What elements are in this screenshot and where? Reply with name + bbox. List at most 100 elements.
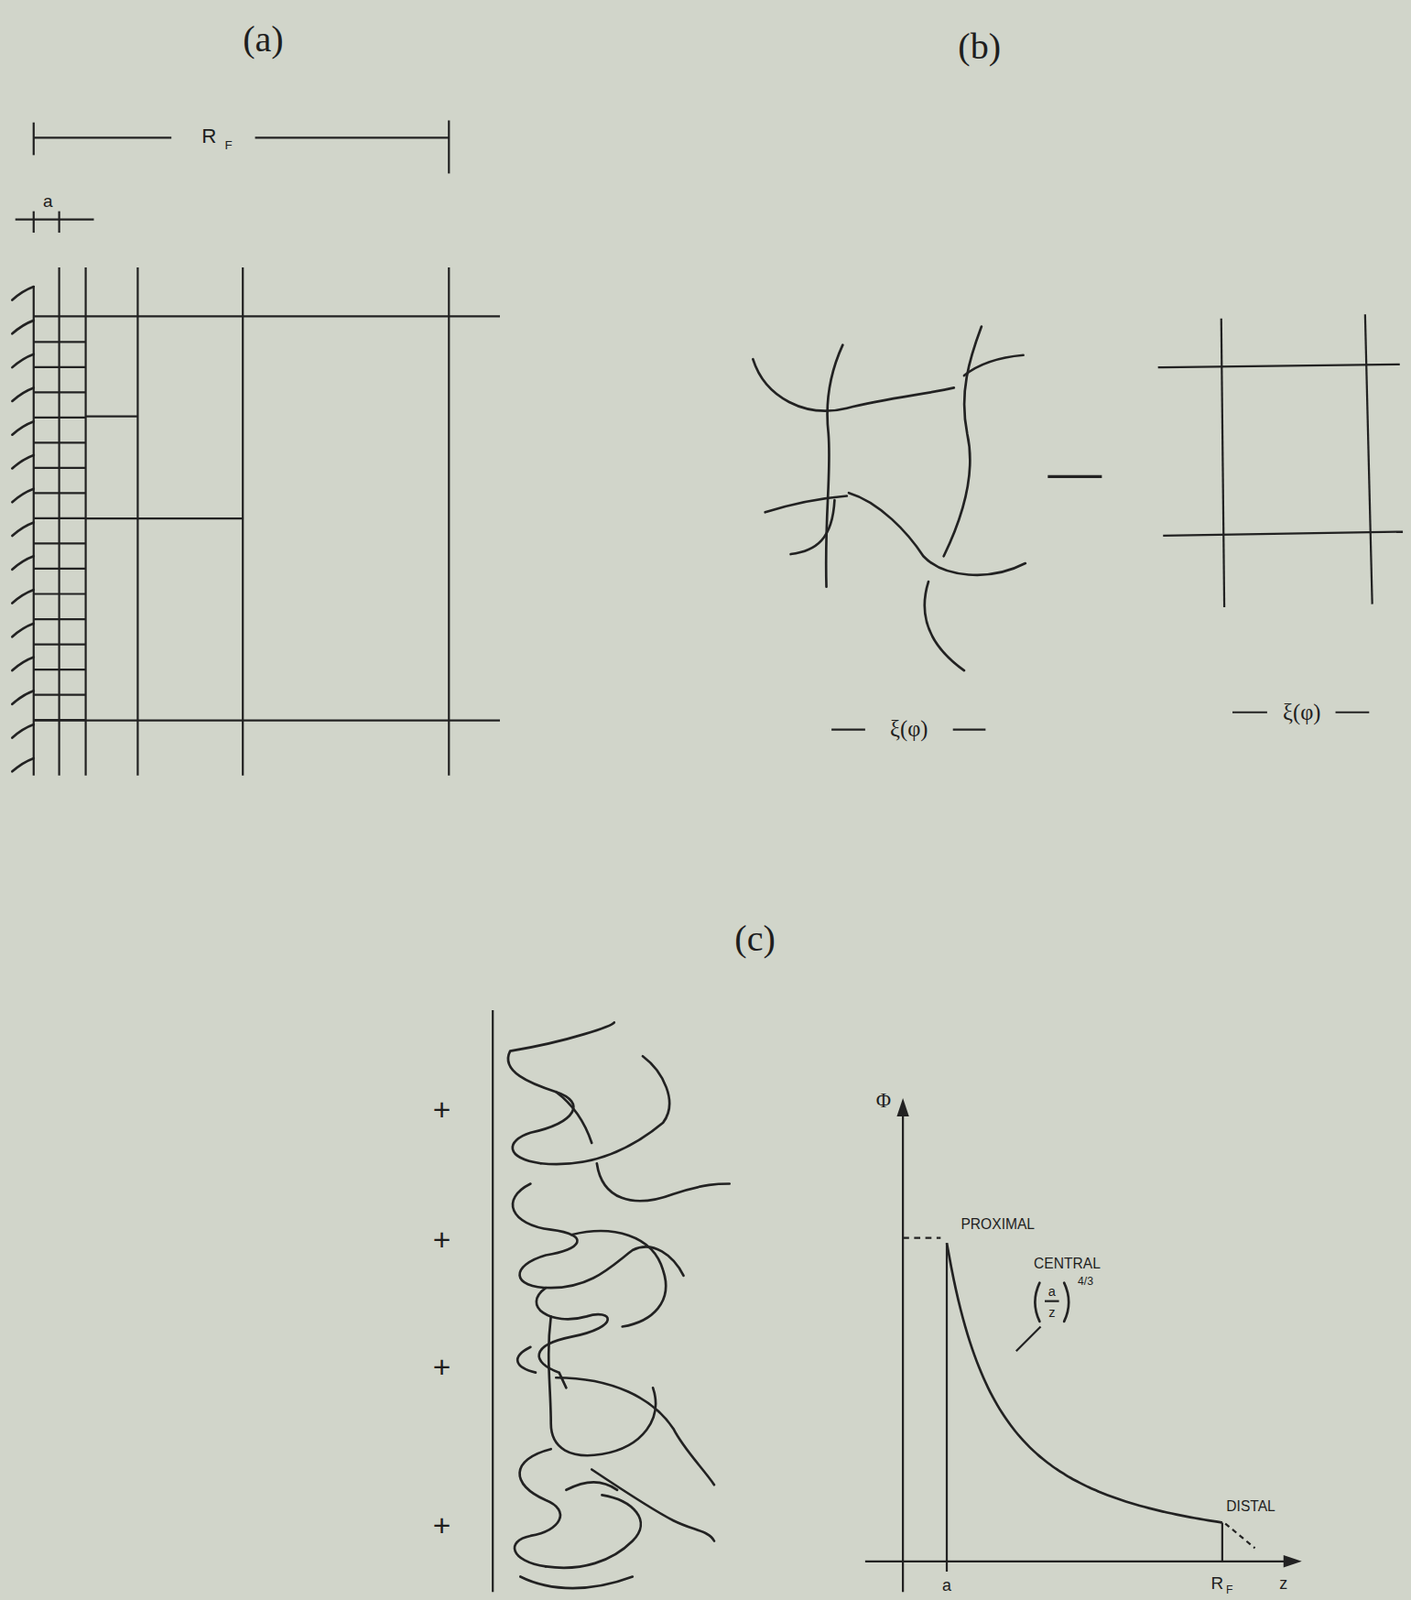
blob-grid-line <box>33 466 87 469</box>
blob-grid-line <box>33 416 87 419</box>
blob-grid-line <box>33 642 87 645</box>
dimension-line <box>255 136 450 139</box>
charge-sign: + <box>433 1095 452 1126</box>
adsorbed-chain <box>514 1448 561 1566</box>
wall-hatch <box>11 521 33 535</box>
blob-grid-line <box>33 718 87 721</box>
chain-strand <box>964 355 1024 376</box>
adsorbed-chain <box>596 1162 730 1201</box>
formula-denominator: z <box>1048 1305 1055 1319</box>
blob-column-line <box>84 267 87 776</box>
adsorbed-chain <box>520 1576 633 1589</box>
adsorbed-chain <box>548 1315 656 1455</box>
dimension-tick <box>447 119 450 174</box>
blob-grid-line <box>33 340 87 343</box>
wall-hatch <box>11 354 33 368</box>
charge-sign: + <box>433 1509 452 1541</box>
dimension-line <box>1335 711 1370 714</box>
profile-step <box>1221 1521 1224 1561</box>
blob-grid-line <box>33 542 87 544</box>
region-label: CENTRAL <box>1033 1256 1101 1271</box>
blob-grid-line <box>33 390 87 393</box>
equivalence-dash <box>1047 475 1102 478</box>
chain-strand <box>944 326 982 557</box>
blob-boundary <box>33 719 500 722</box>
wall-hatch <box>11 488 33 502</box>
wall-hatch <box>11 724 33 738</box>
wall-hatch <box>11 455 33 468</box>
mesh-line <box>1365 314 1373 604</box>
chain-strand <box>791 499 836 554</box>
formula-numerator: a <box>1048 1283 1056 1297</box>
tick-subscript: F <box>1226 1584 1234 1596</box>
axis-tick <box>945 1561 948 1572</box>
tick-label: R <box>1210 1574 1224 1593</box>
dimension-line <box>1232 711 1268 714</box>
adsorbed-chain <box>541 1055 670 1164</box>
formula-exponent: 4/3 <box>1077 1275 1094 1287</box>
dimension-subscript: F <box>224 139 232 152</box>
formula-parenthesis <box>1063 1282 1069 1322</box>
blob-grid-line <box>86 517 244 520</box>
mesh-line <box>1158 364 1401 368</box>
x-axis <box>865 1560 1288 1563</box>
chain-strand <box>825 345 843 587</box>
adsorbed-chain <box>555 1091 592 1143</box>
chain-strand <box>924 581 965 671</box>
blob-grid-line <box>33 618 87 620</box>
tick-label: a <box>942 1577 952 1595</box>
adsorbed-chain <box>565 1481 618 1489</box>
axis-arrowhead <box>1283 1554 1303 1567</box>
blob-grid-line <box>33 366 87 369</box>
proximal-tail <box>902 1236 941 1238</box>
mesh-line <box>1162 531 1403 536</box>
blob-grid-line <box>33 567 87 570</box>
dimension-tick <box>58 211 61 233</box>
distal-tail <box>1225 1523 1255 1549</box>
blob-grid-line <box>33 441 87 444</box>
profile-step <box>945 1242 948 1562</box>
adsorbed-chain <box>545 1494 641 1567</box>
blob-grid-line <box>33 668 87 671</box>
chain-strand <box>848 492 1026 576</box>
blob-boundary <box>33 314 500 317</box>
mesh-size-label: ξ(φ) <box>890 717 928 741</box>
dimension-line <box>831 728 866 731</box>
blob-grid-line <box>33 592 87 595</box>
wall-line <box>32 285 35 776</box>
formula-parenthesis <box>1034 1282 1040 1322</box>
axis-arrowhead <box>896 1097 909 1117</box>
adsorbed-chain <box>512 1183 684 1289</box>
region-label: DISTAL <box>1226 1498 1275 1514</box>
blob-grid-line <box>33 693 87 695</box>
blob-column-line <box>136 267 139 776</box>
leader-line <box>1016 1326 1042 1352</box>
dimension-line <box>15 217 95 220</box>
charge-sign: + <box>433 1224 452 1255</box>
wall-hatch <box>11 657 33 671</box>
wall-hatch <box>11 690 33 704</box>
charged-wall <box>491 1009 494 1592</box>
blob-column-line <box>58 267 61 776</box>
panel-label: (a) <box>242 20 284 57</box>
dimension-tick <box>32 122 35 156</box>
wall-hatch <box>11 387 33 401</box>
y-axis <box>901 1112 904 1593</box>
adsorbed-chain <box>571 1230 666 1326</box>
wall-hatch <box>11 421 33 435</box>
blob-grid-line <box>86 414 139 417</box>
adsorbed-chain <box>536 1287 608 1388</box>
mesh-line <box>1221 318 1225 608</box>
dimension-label: a <box>43 192 54 210</box>
wall-hatch <box>11 623 33 637</box>
region-label: PROXIMAL <box>960 1215 1035 1231</box>
mesh-size-label: ξ(φ) <box>1282 700 1321 724</box>
charge-sign: + <box>433 1351 452 1382</box>
adsorbed-chain <box>508 1021 615 1163</box>
dimension-line <box>33 136 172 139</box>
dimension-tick <box>32 211 35 233</box>
wall-hatch <box>11 320 33 334</box>
panel-label: (c) <box>734 920 776 957</box>
wall-hatch <box>11 758 33 771</box>
